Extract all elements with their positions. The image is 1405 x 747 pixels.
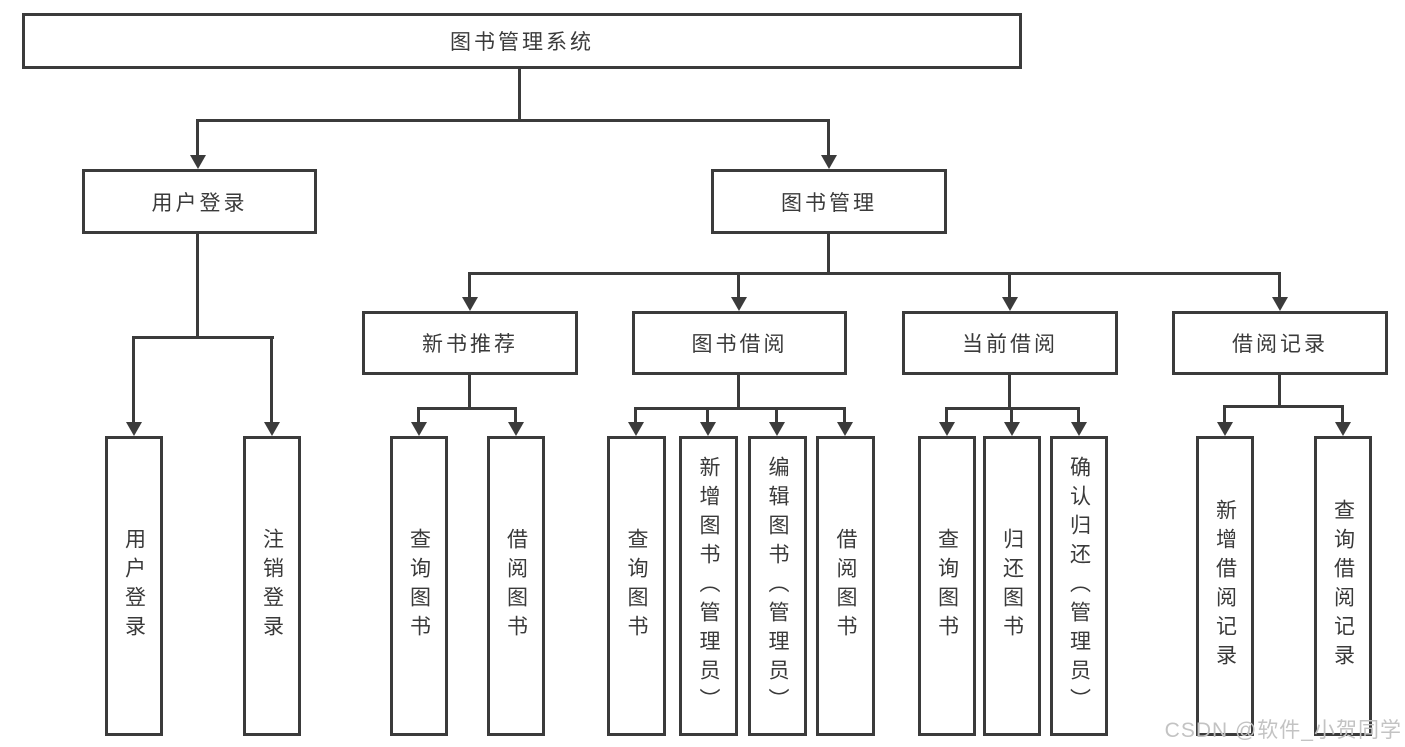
node-borrow-query-book: 查询图书 [607,436,666,736]
node-label: 借阅图书 [504,528,528,644]
node-label: 借阅图书 [834,528,857,644]
node-label: 图书管理 [781,191,877,215]
node-label: 查询图书 [935,528,959,644]
connector-arrow [706,407,709,422]
connector-arrow [1077,407,1080,422]
node-book-borrow: 图书借阅 [632,311,847,375]
node-label: 当前借阅 [962,333,1058,356]
connector-arrow [468,272,471,297]
connector-arrow [1010,407,1013,422]
node-library-system: 图书管理系统 [22,13,1022,69]
node-current-borrow: 当前借阅 [902,311,1118,375]
node-current-confirm-return-admin: 确认归还（管理员） [1050,436,1108,736]
connector-arrow [514,407,517,422]
node-label: 新书推荐 [422,333,518,356]
connector-arrow [270,336,273,422]
connector-arrow [843,407,846,422]
connector-line [1223,405,1344,408]
connector-line [468,375,471,410]
connector-line [1278,375,1281,408]
node-recommend-borrow-book: 借阅图书 [487,436,545,736]
node-borrow-records: 借阅记录 [1172,311,1388,375]
connector-arrow [417,407,420,422]
connector-arrow [827,119,830,155]
connector-arrow [945,407,948,422]
node-label: 注销登录 [260,528,284,644]
connector-arrow [1223,405,1226,422]
node-label: 确认归还（管理员） [1067,455,1091,717]
node-label: 图书借阅 [691,333,788,356]
connector-arrow [737,272,740,297]
connector-line [132,336,274,339]
connector-line [417,407,517,410]
node-recommend-query-book: 查询图书 [390,436,448,736]
node-current-query-book: 查询图书 [918,436,976,736]
connector-arrow [1341,405,1344,422]
node-borrow-borrow-book: 借阅图书 [816,436,875,736]
connector-arrow [196,119,199,155]
connector-arrow [1008,272,1011,297]
node-label: 查询借阅记录 [1331,499,1355,673]
node-label: 借阅记录 [1232,333,1328,356]
connector-line [737,375,740,410]
connector-arrow [132,336,135,422]
node-label: 新增图书（管理员） [697,455,720,717]
node-label: 用户登录 [151,191,248,215]
connector-line [827,233,830,275]
connector-line [1008,375,1011,410]
node-label: 查询图书 [625,528,648,644]
node-label: 编辑图书（管理员） [766,455,789,717]
node-book-management: 图书管理 [711,169,947,234]
node-user-login-op: 用户登录 [105,436,163,736]
connector-arrow [634,407,637,422]
connector-line [196,119,830,122]
connector-line [196,233,199,339]
node-current-return-book: 归还图书 [983,436,1041,736]
node-logout-op: 注销登录 [243,436,301,736]
node-label: 图书管理系统 [450,31,594,54]
node-records-add-record: 新增借阅记录 [1196,436,1254,736]
node-label: 用户登录 [122,528,146,644]
node-records-query-record: 查询借阅记录 [1314,436,1372,736]
node-new-book-recommend: 新书推荐 [362,311,578,375]
node-label: 归还图书 [1000,528,1024,644]
connector-line [468,272,1281,275]
node-label: 查询图书 [407,528,431,644]
node-borrow-add-book-admin: 新增图书（管理员） [679,436,738,736]
node-label: 新增借阅记录 [1213,499,1237,673]
node-user-login: 用户登录 [82,169,317,234]
connector-arrow [775,407,778,422]
connector-arrow [1278,272,1281,297]
csdn-watermark: CSDN @软件_小贺同学 [1164,719,1402,742]
connector-line [518,69,521,119]
node-borrow-edit-book-admin: 编辑图书（管理员） [748,436,807,736]
connector-line [634,407,846,410]
